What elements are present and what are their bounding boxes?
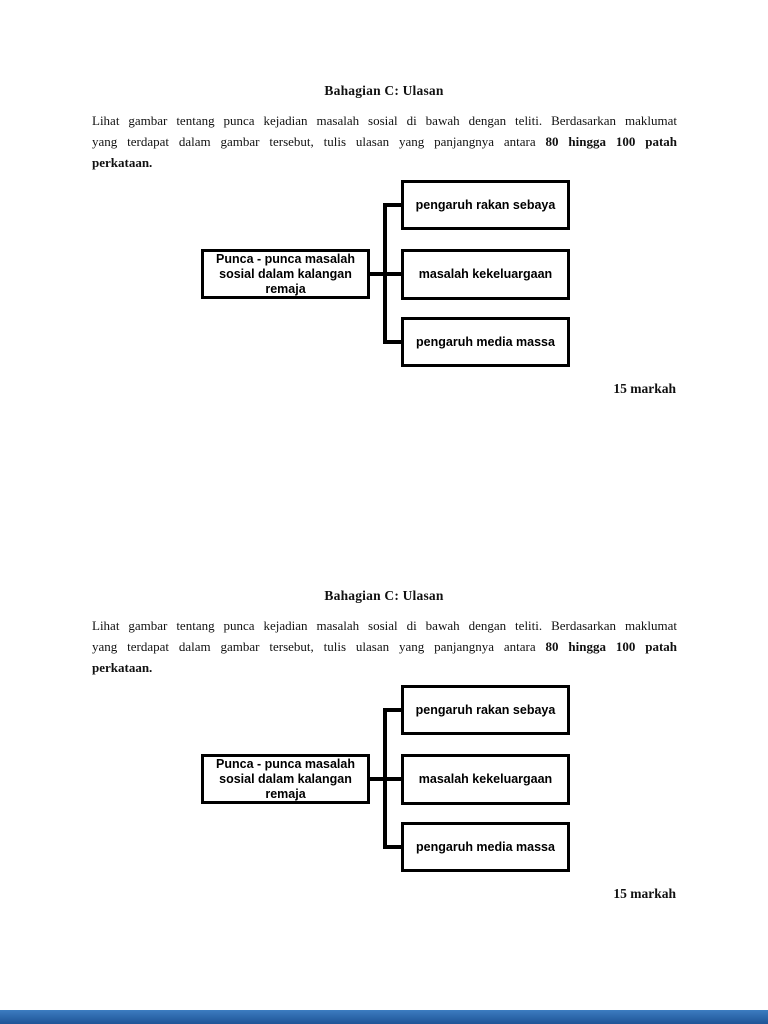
exam-question-block-1: Bahagian C: Ulasan Lihat gambar tentang …	[0, 0, 768, 505]
diagram-branch-box-2: masalah kekeluargaan	[401, 754, 570, 805]
instruction-line-1: Lihat gambar tentang punca kejadian masa…	[92, 618, 677, 633]
instruction-line-3: perkataan.	[92, 152, 677, 173]
diagram-branch-box-3: pengaruh media massa	[401, 822, 570, 872]
instruction-line-3-bold: perkataan.	[92, 660, 153, 675]
instruction-line-1: Lihat gambar tentang punca kejadian masa…	[92, 113, 677, 128]
instruction-line-2: yang terdapat dalam gambar tersebut, tul…	[92, 636, 677, 657]
next-page-peek-bar	[0, 1010, 768, 1024]
instruction-line-3-bold: perkataan.	[92, 155, 153, 170]
instruction-line-2-bold: 80 hingga 100 patah	[545, 639, 677, 654]
instruction-paragraph: Lihat gambar tentang punca kejadian masa…	[92, 615, 677, 678]
section-title: Bahagian C: Ulasan	[324, 83, 444, 98]
connector-line-top-stub	[386, 203, 402, 207]
connector-line-bottom-stub	[386, 845, 402, 849]
instruction-line-3: perkataan.	[92, 657, 677, 678]
diagram-root-box: Punca - punca masalah sosial dalam kalan…	[201, 249, 370, 299]
connector-line-bottom-stub	[386, 340, 402, 344]
marks-label: 15 markah	[613, 886, 676, 901]
connector-line-top-stub	[386, 708, 402, 712]
exam-question-block-2: Bahagian C: Ulasan Lihat gambar tentang …	[0, 505, 768, 1010]
diagram-branch-box-3: pengaruh media massa	[401, 317, 570, 367]
diagram-branch-box-1: pengaruh rakan sebaya	[401, 685, 570, 735]
diagram-root-box: Punca - punca masalah sosial dalam kalan…	[201, 754, 370, 804]
instruction-line-2-normal: yang terdapat dalam gambar tersebut, tul…	[92, 639, 536, 654]
diagram-branch-box-1: pengaruh rakan sebaya	[401, 180, 570, 230]
connector-line-vertical	[383, 708, 387, 849]
marks-label: 15 markah	[613, 381, 676, 396]
instruction-paragraph: Lihat gambar tentang punca kejadian masa…	[92, 110, 677, 173]
section-title: Bahagian C: Ulasan	[324, 588, 444, 603]
diagram-branch-box-2: masalah kekeluargaan	[401, 249, 570, 300]
instruction-line-2-bold: 80 hingga 100 patah	[545, 134, 677, 149]
connector-line-vertical	[383, 203, 387, 344]
instruction-line-2: yang terdapat dalam gambar tersebut, tul…	[92, 131, 677, 152]
instruction-line-2-normal: yang terdapat dalam gambar tersebut, tul…	[92, 134, 536, 149]
